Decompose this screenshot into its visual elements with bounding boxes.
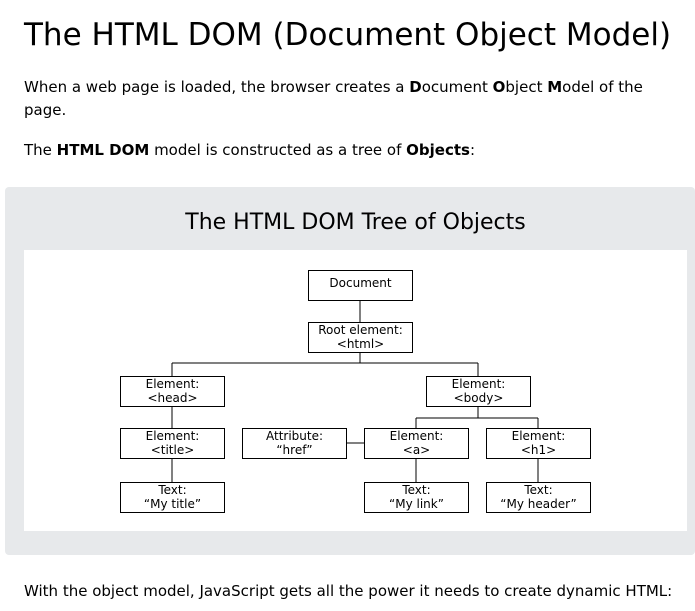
bold-text: Objects xyxy=(406,141,470,159)
bold-text: M xyxy=(547,78,563,96)
intro-paragraph-1: When a web page is loaded, the browser c… xyxy=(24,76,684,122)
tree-node-label: “My header” xyxy=(500,497,576,511)
tree-node-box xyxy=(120,428,225,459)
tree-node-box xyxy=(120,482,225,513)
text-segment: bject xyxy=(505,78,548,96)
tree-node-head: Element:<head> xyxy=(120,376,225,407)
tree-node-text-header: Text:“My header” xyxy=(486,482,591,513)
tree-node-body: Element:<body> xyxy=(426,376,531,407)
tree-node-box xyxy=(120,376,225,407)
tree-node-label: Root element: xyxy=(318,323,403,337)
bold-text: HTML DOM xyxy=(56,141,150,159)
tree-node-box xyxy=(364,428,469,459)
tree-connectors xyxy=(171,300,539,482)
tree-node-box xyxy=(242,428,347,459)
tree-node-title: Element:<title> xyxy=(120,428,225,459)
tree-node-h1: Element:<h1> xyxy=(486,428,591,459)
bold-text: O xyxy=(492,78,506,96)
tree-node-label: <body> xyxy=(454,391,504,405)
tree-node-document: Document xyxy=(308,270,413,301)
tree-node-root: Root element:<html> xyxy=(308,322,413,353)
tree-node-label: Document xyxy=(329,276,391,290)
tree-node-label: Text: xyxy=(401,483,430,497)
tree-node-box xyxy=(486,482,591,513)
tree-node-label: Text: xyxy=(157,483,186,497)
tree-node-label: Attribute: xyxy=(266,429,323,443)
tree-node-label: <head> xyxy=(147,391,197,405)
tree-node-box xyxy=(426,376,531,407)
tree-node-box xyxy=(486,428,591,459)
tree-node-label: Text: xyxy=(523,483,552,497)
tree-node-box xyxy=(364,482,469,513)
tree-node-label: <h1> xyxy=(521,443,556,457)
tree-node-text-title: Text:“My title” xyxy=(120,482,225,513)
outro-paragraph: With the object model, JavaScript gets a… xyxy=(24,582,673,600)
tree-node-box xyxy=(308,270,413,301)
tree-node-label: “My title” xyxy=(144,497,201,511)
text-segment: ocument xyxy=(421,78,493,96)
tree-node-label: Element: xyxy=(146,429,200,443)
tree-node-label: <a> xyxy=(403,443,430,457)
tree-node-label: Element: xyxy=(452,377,506,391)
tree-node-label: Element: xyxy=(512,429,566,443)
text-segment: model is constructed as a tree of xyxy=(149,141,407,159)
tree-node-attr: Attribute:“href” xyxy=(242,428,347,459)
figure-title: The HTML DOM Tree of Objects xyxy=(185,210,526,235)
tree-node-label: <html> xyxy=(337,337,384,351)
intro-paragraph-2: The HTML DOM model is constructed as a t… xyxy=(24,139,684,162)
tree-node-label: “href” xyxy=(276,443,312,457)
tree-node-label: <title> xyxy=(151,443,195,457)
bold-text: D xyxy=(409,78,422,96)
tree-node-label: Element: xyxy=(146,377,200,391)
text-segment: When a web page is loaded, the browser c… xyxy=(24,78,410,96)
tree-node-text-link: Text:“My link” xyxy=(364,482,469,513)
text-segment: odel of the page. xyxy=(24,78,643,119)
tree-node-label: Element: xyxy=(390,429,444,443)
tree-node-label: “My link” xyxy=(389,497,444,511)
text-segment: The xyxy=(24,141,57,159)
tree-node-box xyxy=(308,322,413,353)
text-segment: : xyxy=(469,141,476,159)
tree-node-a: Element:<a> xyxy=(364,428,469,459)
page-title: The HTML DOM (Document Object Model) xyxy=(24,17,672,53)
